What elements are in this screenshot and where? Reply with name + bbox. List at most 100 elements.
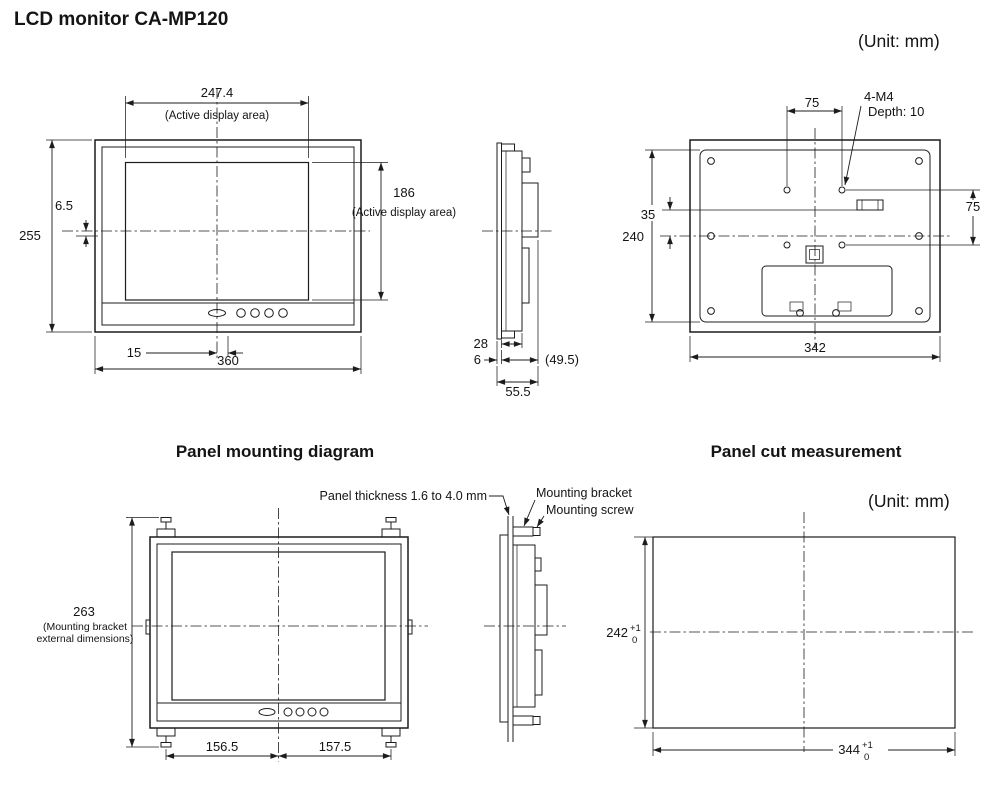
dim-total-depth: 55.5	[496, 366, 539, 399]
mounting-side-view: Panel thickness 1.6 to 4.0 mm Mounting b…	[320, 486, 635, 742]
dim-cut-height-value: 242	[606, 625, 628, 640]
power-button	[258, 708, 276, 716]
side-connector-block	[521, 182, 539, 238]
control-button	[250, 308, 260, 318]
control-button	[319, 707, 329, 717]
dim-cut-width-tol-minus: 0	[864, 752, 869, 763]
dim-total-depth-value: 55.5	[505, 384, 530, 399]
control-button	[264, 308, 274, 318]
center-boss	[805, 245, 824, 264]
panel-thickness-label: Panel thickness 1.6 to 4.0 mm	[320, 489, 487, 503]
dim-active-height-note: (Active display area)	[352, 207, 456, 219]
clamp-bracket-top	[512, 526, 541, 537]
control-button	[236, 308, 246, 318]
case-screw	[707, 232, 715, 240]
rear-view: 75 4-M4 Depth: 10 75 35 240	[622, 89, 980, 362]
vesa-hole	[783, 186, 791, 194]
case-screw	[796, 309, 804, 317]
case-screw	[707, 157, 715, 165]
dim-bracket-height-note2: external dimensions)	[37, 633, 134, 645]
mounting-screw-label: Mounting screw	[546, 503, 635, 517]
mounting-bracket-top-left	[156, 517, 176, 538]
dim-screw-offsets: 156.5 157.5	[165, 739, 392, 760]
mounting-front-view: 263 (Mounting bracket external dimension…	[37, 508, 428, 762]
dim-screw-right-offset-value: 157.5	[319, 739, 352, 754]
dim-cut-width: 344 +1 0	[652, 732, 956, 763]
dim-bracket-height: 263 (Mounting bracket external dimension…	[37, 517, 159, 748]
dim-offset-35-value: 35	[641, 207, 655, 222]
power-button	[208, 309, 226, 317]
dim-outer-width-value: 342	[804, 340, 826, 355]
vesa-hole	[838, 241, 846, 249]
dim-bezel-depth-value: 6	[474, 352, 481, 367]
dim-active-height: 186 (Active display area)	[312, 162, 456, 301]
active-display-area	[124, 161, 310, 301]
dim-bracket-height-note1: (Mounting bracket	[43, 621, 127, 633]
unit-label-top: (Unit: mm)	[858, 31, 940, 51]
panel-cut-outline	[652, 536, 956, 729]
screw-spec-callout: 4-M4 Depth: 10	[843, 89, 924, 186]
dim-body-depth-value: 28	[474, 336, 488, 351]
side-bracket-tab	[145, 619, 151, 635]
dim-center-offset-horizontal: 15	[127, 336, 243, 360]
mounting-bracket-top-right	[381, 517, 401, 538]
clamp-bracket-bottom	[512, 715, 541, 726]
dim-bracket-height-value: 263	[73, 604, 95, 619]
dim-center-offset-h-value: 15	[127, 345, 141, 360]
vesa-hole	[838, 186, 846, 194]
rear-recess	[761, 265, 893, 317]
panel-cut-view: 242 +1 0 344 +1 0	[606, 512, 975, 763]
side-bottom-tab	[501, 330, 515, 339]
vesa-hole	[783, 241, 791, 249]
dim-vesa-pitch-h-value: 75	[805, 95, 819, 110]
screw-spec-label: 4-M4	[864, 89, 894, 104]
side-front-bezel	[496, 142, 502, 340]
side-rear-feature	[521, 247, 530, 304]
mounting-screen	[171, 551, 386, 701]
dim-screw-left-offset-value: 156.5	[206, 739, 239, 754]
dim-center-offset-v-value: 6.5	[55, 198, 73, 213]
dim-cut-height-tol-plus: +1	[630, 623, 641, 634]
dim-active-width-value: 247.4	[201, 85, 234, 100]
dim-overall-width-value: 360	[217, 353, 239, 368]
dim-body-depth: 28	[474, 333, 523, 351]
page-title: LCD monitor CA-MP120	[14, 9, 228, 30]
case-screw	[832, 309, 840, 317]
case-screw	[915, 232, 923, 240]
mounting-screw-callout: Mounting screw	[536, 503, 635, 528]
dim-active-width-note: (Active display area)	[165, 110, 269, 122]
recess-detail	[837, 301, 852, 312]
control-button	[295, 707, 305, 717]
screw-depth-label: Depth: 10	[868, 104, 924, 119]
side-rear-feature	[521, 157, 531, 173]
dim-vesa-pitch-horizontal: 75	[786, 95, 843, 186]
control-button	[278, 308, 288, 318]
dim-bezel-and-rear-depth: 6 (49.5)	[474, 240, 579, 367]
control-button	[283, 707, 293, 717]
heading-panel-mounting: Panel mounting diagram	[176, 442, 374, 461]
dim-cut-height-tol-minus: 0	[632, 635, 637, 646]
front-view: 247.4 (Active display area) 186 (Active …	[19, 85, 456, 374]
dim-outer-width: 342	[689, 336, 941, 362]
mounting-bezel	[156, 543, 402, 722]
dim-center-offset-vertical: 6.5	[55, 198, 98, 247]
case-screw	[915, 307, 923, 315]
panel-thickness-callout: Panel thickness 1.6 to 4.0 mm	[320, 489, 510, 516]
dim-cut-width-tol-plus: +1	[862, 740, 873, 751]
unit-label-bottom: (Unit: mm)	[868, 491, 950, 511]
heading-panel-cut: Panel cut measurement	[711, 442, 902, 461]
connector-slot	[856, 199, 884, 211]
case-screw	[915, 157, 923, 165]
dim-offset-35: 35	[641, 197, 857, 249]
dim-active-height-value: 186	[393, 185, 415, 200]
rear-inner-panel	[699, 149, 931, 323]
dim-active-width: 247.4 (Active display area)	[125, 85, 309, 158]
side-body	[501, 150, 523, 332]
mounting-outer-frame	[149, 536, 409, 729]
dim-cut-width-value: 344	[838, 742, 860, 757]
dim-overall-height: 255	[19, 139, 92, 333]
dim-cut-height: 242 +1 0	[606, 536, 653, 729]
rear-feature	[534, 557, 542, 572]
recess-detail	[789, 301, 804, 312]
